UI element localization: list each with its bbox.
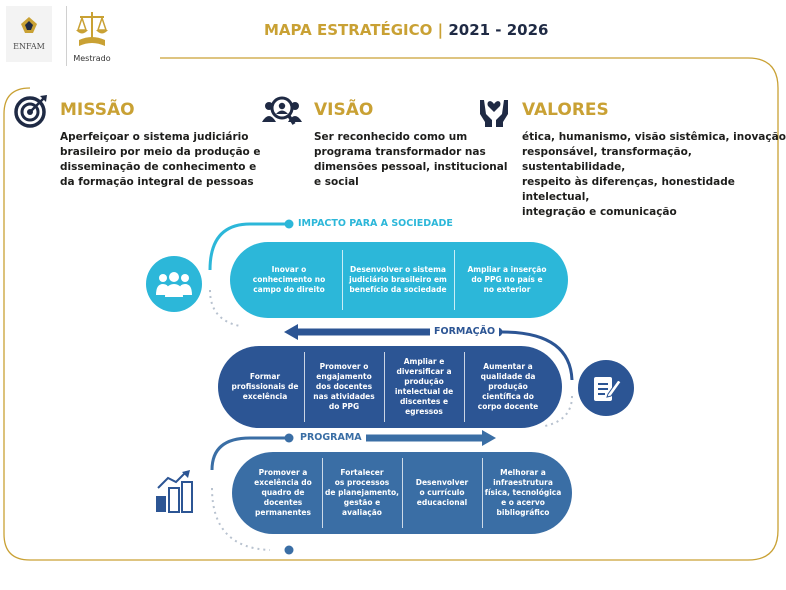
enfam-logo: ENFAM [6, 6, 52, 62]
visao-line: dimensões pessoal, institucional [314, 161, 508, 173]
hands-heart-icon [480, 100, 508, 127]
divider [402, 458, 403, 528]
valores-text: ética, humanismo, visão sistêmica, inova… [522, 130, 786, 220]
visao-text: Ser reconhecido como um programa transfo… [314, 130, 507, 190]
missao-line: da formação integral de pessoas [60, 176, 254, 188]
divider [454, 250, 455, 310]
people-search-icon [262, 96, 302, 125]
visao-line: programa transformador nas [314, 146, 486, 158]
valores-line: responsável, transformação, sustentabili… [522, 146, 692, 173]
divider [384, 352, 385, 422]
missao-text: Aperfeiçoar o sistema judiciário brasile… [60, 130, 261, 190]
missao-title: MISSÃO [60, 100, 135, 120]
visao-title: VISÃO [314, 100, 374, 120]
divider [482, 458, 483, 528]
enfam-logo-text: ENFAM [13, 42, 45, 51]
valores-line: ética, humanismo, visão sistêmica, inova… [522, 131, 786, 143]
gold-frame [3, 57, 779, 561]
title-main: MAPA ESTRATÉGICO | [264, 21, 449, 39]
divider [322, 458, 323, 528]
divider [464, 352, 465, 422]
target-icon [14, 95, 47, 128]
impacto-label: IMPACTO PARA A SOCIEDADE [298, 218, 453, 229]
visao-line: e social [314, 176, 359, 188]
page-title: MAPA ESTRATÉGICO | 2021 - 2026 [264, 21, 549, 39]
valores-line: respeito às diferenças, honestidade inte… [522, 176, 735, 203]
growth-chart-icon [156, 470, 193, 513]
programa-label: PROGRAMA [296, 432, 366, 443]
visao-line: Ser reconhecido como um [314, 131, 468, 143]
formacao-label: FORMAÇÃO [430, 326, 500, 337]
document-pen-icon [578, 360, 634, 416]
scales-of-justice-icon [76, 12, 108, 46]
valores-title: VALORES [522, 100, 609, 120]
group-icon [146, 256, 202, 312]
mestrado-logo-text: Mestrado [73, 54, 111, 63]
valores-line: integração e comunicação [522, 206, 677, 218]
missao-line: disseminação de conhecimento e [60, 161, 257, 173]
mestrado-logo: Mestrado [66, 6, 117, 66]
missao-line: brasileiro por meio da produção e [60, 146, 261, 158]
title-years: 2021 - 2026 [448, 21, 549, 39]
divider [342, 250, 343, 310]
enfam-emblem-icon [21, 17, 37, 33]
divider [304, 352, 305, 422]
missao-line: Aperfeiçoar o sistema judiciário [60, 131, 249, 143]
